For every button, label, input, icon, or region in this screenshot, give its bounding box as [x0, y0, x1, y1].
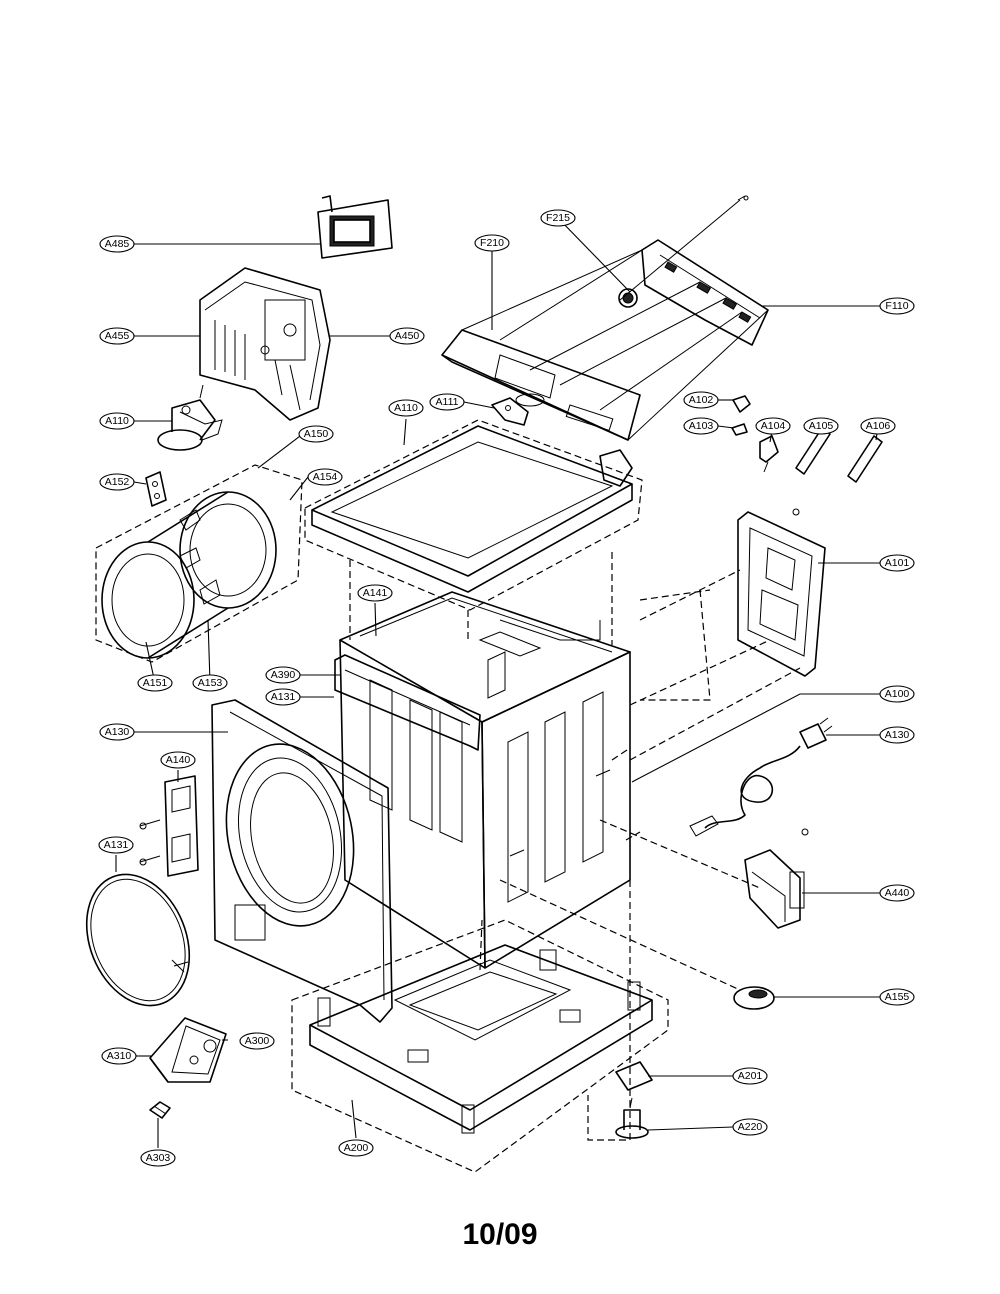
callout-a300: A300: [239, 1032, 275, 1050]
svg-text:A130: A130: [105, 726, 130, 738]
svg-text:A103: A103: [689, 420, 714, 432]
svg-text:A310: A310: [107, 1050, 132, 1062]
callout-a200: A200: [338, 1139, 374, 1157]
svg-text:A303: A303: [146, 1152, 171, 1164]
electronics-assembly-part: [199, 267, 331, 421]
door-assembly-part: [95, 464, 303, 663]
leader-lines: [115, 217, 880, 1148]
svg-text:A153: A153: [198, 677, 223, 689]
svg-text:A101: A101: [885, 557, 910, 569]
svg-text:A220: A220: [738, 1121, 763, 1133]
svg-text:A140: A140: [166, 754, 191, 766]
svg-text:A200: A200: [344, 1142, 369, 1154]
base-part: [291, 919, 669, 1173]
callout-a455: A455: [99, 327, 135, 345]
svg-text:A151: A151: [143, 677, 168, 689]
svg-text:A150: A150: [304, 428, 329, 440]
callout-f210: F210: [474, 234, 510, 252]
callout-a310: A310: [101, 1047, 137, 1065]
svg-text:F215: F215: [546, 212, 570, 224]
callout-a485: A485: [99, 235, 135, 253]
svg-text:A201: A201: [738, 1070, 763, 1082]
svg-text:A110: A110: [105, 415, 129, 427]
pcb-bracket-part: [317, 195, 393, 259]
svg-text:A152: A152: [105, 476, 130, 488]
callout-a102: A102: [683, 391, 719, 409]
callout-f110: F110: [879, 297, 915, 315]
callout-a141: A141: [357, 584, 393, 602]
assembly-guide-lines: [349, 552, 801, 1141]
callout-a101: A101: [879, 554, 915, 572]
svg-text:A130: A130: [885, 729, 910, 741]
foot-cap-part: [733, 986, 775, 1010]
svg-text:F110: F110: [885, 300, 908, 312]
svg-text:A440: A440: [885, 887, 910, 899]
hinge-part: [145, 471, 167, 507]
callout-a106: A106: [860, 417, 896, 435]
svg-text:A455: A455: [105, 330, 130, 342]
svg-text:A131: A131: [104, 839, 129, 851]
callout-a153: A153: [192, 674, 228, 692]
callout-a151: A151: [137, 674, 173, 692]
callout-f215: F215: [540, 209, 576, 227]
callout-a105: A105: [803, 417, 839, 435]
callout-a201: A201: [732, 1067, 768, 1085]
pump-motor-part: [157, 384, 223, 451]
svg-text:A105: A105: [809, 420, 834, 432]
svg-text:A104: A104: [761, 420, 786, 432]
callout-a220: A220: [732, 1118, 768, 1136]
svg-text:A111: A111: [436, 396, 459, 408]
inlet-valve-part: [744, 828, 809, 929]
callout-a131-ring: A131: [98, 836, 134, 854]
callout-a110-motor: A110: [99, 412, 135, 430]
callout-a155: A155: [879, 988, 915, 1006]
svg-text:A100: A100: [885, 688, 910, 700]
top-cover-part: [304, 419, 643, 611]
svg-text:A131: A131: [271, 691, 296, 703]
callout-a111: A111: [429, 393, 465, 411]
callout-a103: A103: [683, 417, 719, 435]
small-valve-parts: [731, 395, 883, 483]
callout-a150: A150: [298, 425, 334, 443]
callout-a104: A104: [755, 417, 791, 435]
svg-text:A106: A106: [866, 420, 891, 432]
callout-a390: A390: [265, 666, 301, 684]
panel-projection-lines: [461, 199, 769, 441]
callout-a154: A154: [307, 468, 343, 486]
callout-a303: A303: [140, 1149, 176, 1167]
panel-bracket-part: [491, 397, 529, 426]
svg-text:A485: A485: [105, 238, 130, 250]
svg-text:A141: A141: [363, 587, 388, 599]
front-panel-part: [211, 699, 393, 1023]
callout-a450: A450: [389, 327, 425, 345]
front-strip-part: [334, 654, 481, 751]
svg-text:A300: A300: [245, 1035, 270, 1047]
svg-text:A154: A154: [313, 471, 338, 483]
filter-door-part: [149, 1017, 227, 1083]
callout-a140: A140: [160, 751, 196, 769]
screw-part: [149, 1101, 171, 1119]
power-cord-part: [689, 717, 833, 837]
door-hinge-part: [139, 775, 199, 877]
callout-a130-front: A130: [99, 723, 135, 741]
callout-a131-top: A131: [265, 688, 301, 706]
callout-a130-cord: A130: [879, 726, 915, 744]
door-gasket-part: [85, 873, 191, 1007]
control-panel-part: [441, 329, 641, 441]
svg-text:A110: A110: [394, 402, 418, 414]
svg-text:A450: A450: [395, 330, 420, 342]
svg-text:A390: A390: [271, 669, 296, 681]
main-pcb-part: [641, 195, 769, 346]
svg-text:A102: A102: [689, 394, 714, 406]
callout-a100: A100: [879, 685, 915, 703]
leveling-leg-part: [615, 1061, 653, 1139]
callout-a110-top: A110: [388, 399, 424, 417]
svg-text:F210: F210: [480, 237, 504, 249]
page-date: 10/09: [462, 1218, 538, 1251]
callout-a152: A152: [99, 473, 135, 491]
rear-panel-part: [737, 508, 826, 677]
callout-a440: A440: [879, 884, 915, 902]
svg-text:A155: A155: [885, 991, 910, 1003]
